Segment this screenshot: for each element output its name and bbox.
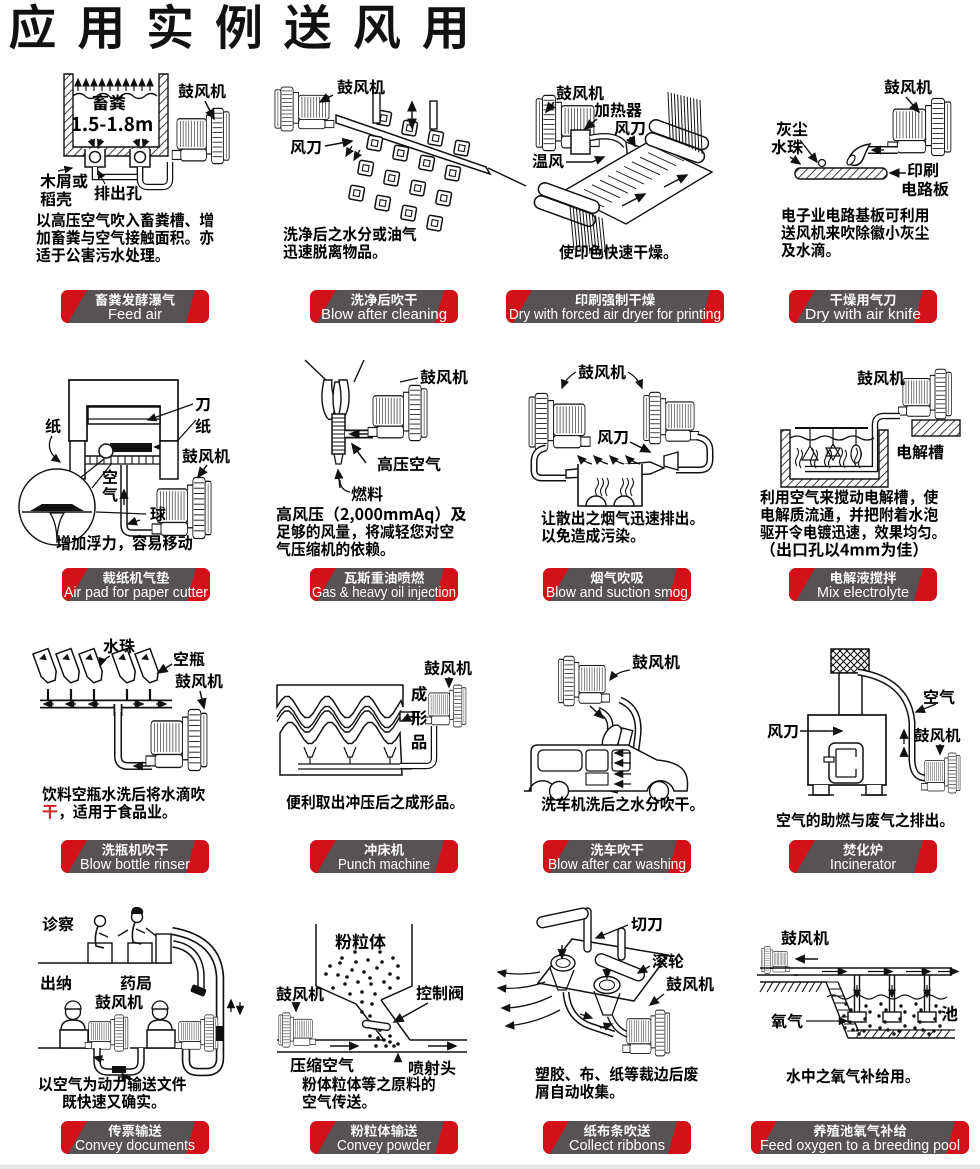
svg-text:Incinerator: Incinerator (830, 857, 896, 873)
svg-text:Dry with forced air dryer for: Dry with forced air dryer for printing (509, 307, 721, 323)
svg-text:Blow after car washing: Blow after car washing (548, 857, 686, 873)
svg-text:Punch machine: Punch machine (338, 857, 430, 873)
svg-text:Mix electrolyte: Mix electrolyte (817, 585, 909, 601)
svg-text:Feed air: Feed air (108, 307, 162, 323)
svg-text:Convey documents: Convey documents (75, 1138, 195, 1154)
svg-text:Blow after cleaning: Blow after cleaning (321, 307, 447, 323)
svg-text:Feed oxygen to a breeding pool: Feed oxygen to a breeding pool (760, 1138, 960, 1154)
svg-text:Collect ribbons: Collect ribbons (569, 1138, 665, 1154)
svg-text:Dry with air knife: Dry with air knife (805, 307, 921, 323)
svg-text:Blow and suction smog: Blow and suction smog (546, 585, 688, 601)
svg-text:Gas & heavy oil injection: Gas & heavy oil injection (312, 585, 456, 601)
svg-text:Convey powder: Convey powder (337, 1138, 431, 1154)
svg-text:Blow bottle rinser: Blow bottle rinser (80, 857, 190, 873)
svg-text:Air pad for paper cutter: Air pad for paper cutter (64, 585, 208, 601)
